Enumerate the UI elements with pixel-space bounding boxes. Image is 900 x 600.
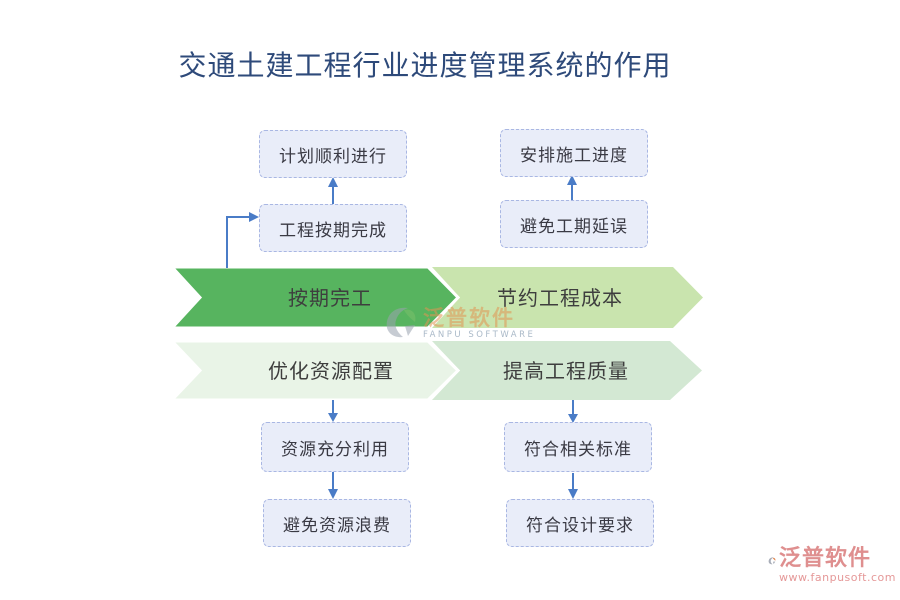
connector-arrows (226, 175, 578, 499)
chevron-improve-quality (432, 341, 702, 400)
page-title: 交通土建工程行业进度管理系统的作用 (178, 49, 672, 82)
box-full-resource-utilization: 资源充分利用 (261, 422, 409, 472)
arrow-down-right1-head (568, 414, 578, 423)
chevron-save-cost (432, 267, 703, 328)
box-avoid-resource-waste: 避免资源浪费 (263, 499, 411, 547)
arrow-down-left2-head (328, 489, 338, 499)
chevron-label-improve-quality: 提高工程质量 (503, 359, 629, 383)
elbow-connector-head (249, 212, 259, 222)
arrow-down-left1-head (328, 413, 338, 422)
arrow-up-right-head (567, 175, 577, 185)
arrow-down-right2-head (568, 489, 578, 499)
box-meet-design-requirements: 符合设计要求 (506, 499, 654, 547)
chevron-optimize-resources (168, 339, 461, 402)
box-plan-proceeds-smoothly: 计划顺利进行 (259, 130, 407, 178)
box-meet-relevant-standards: 符合相关标准 (504, 422, 652, 472)
arrow-up-left-head (328, 177, 338, 187)
chevron-label-optimize-resources: 优化资源配置 (268, 359, 394, 383)
elbow-connector (226, 216, 250, 268)
box-arrange-construction-schedule: 安排施工进度 (500, 129, 648, 177)
box-project-completed-on-time: 工程按期完成 (259, 204, 407, 252)
box-avoid-schedule-delay: 避免工期延误 (500, 200, 648, 248)
chevron-on-schedule (168, 265, 461, 330)
chevron-label-save-cost: 节约工程成本 (497, 286, 623, 310)
chevron-label-on-schedule: 按期完工 (288, 286, 372, 310)
